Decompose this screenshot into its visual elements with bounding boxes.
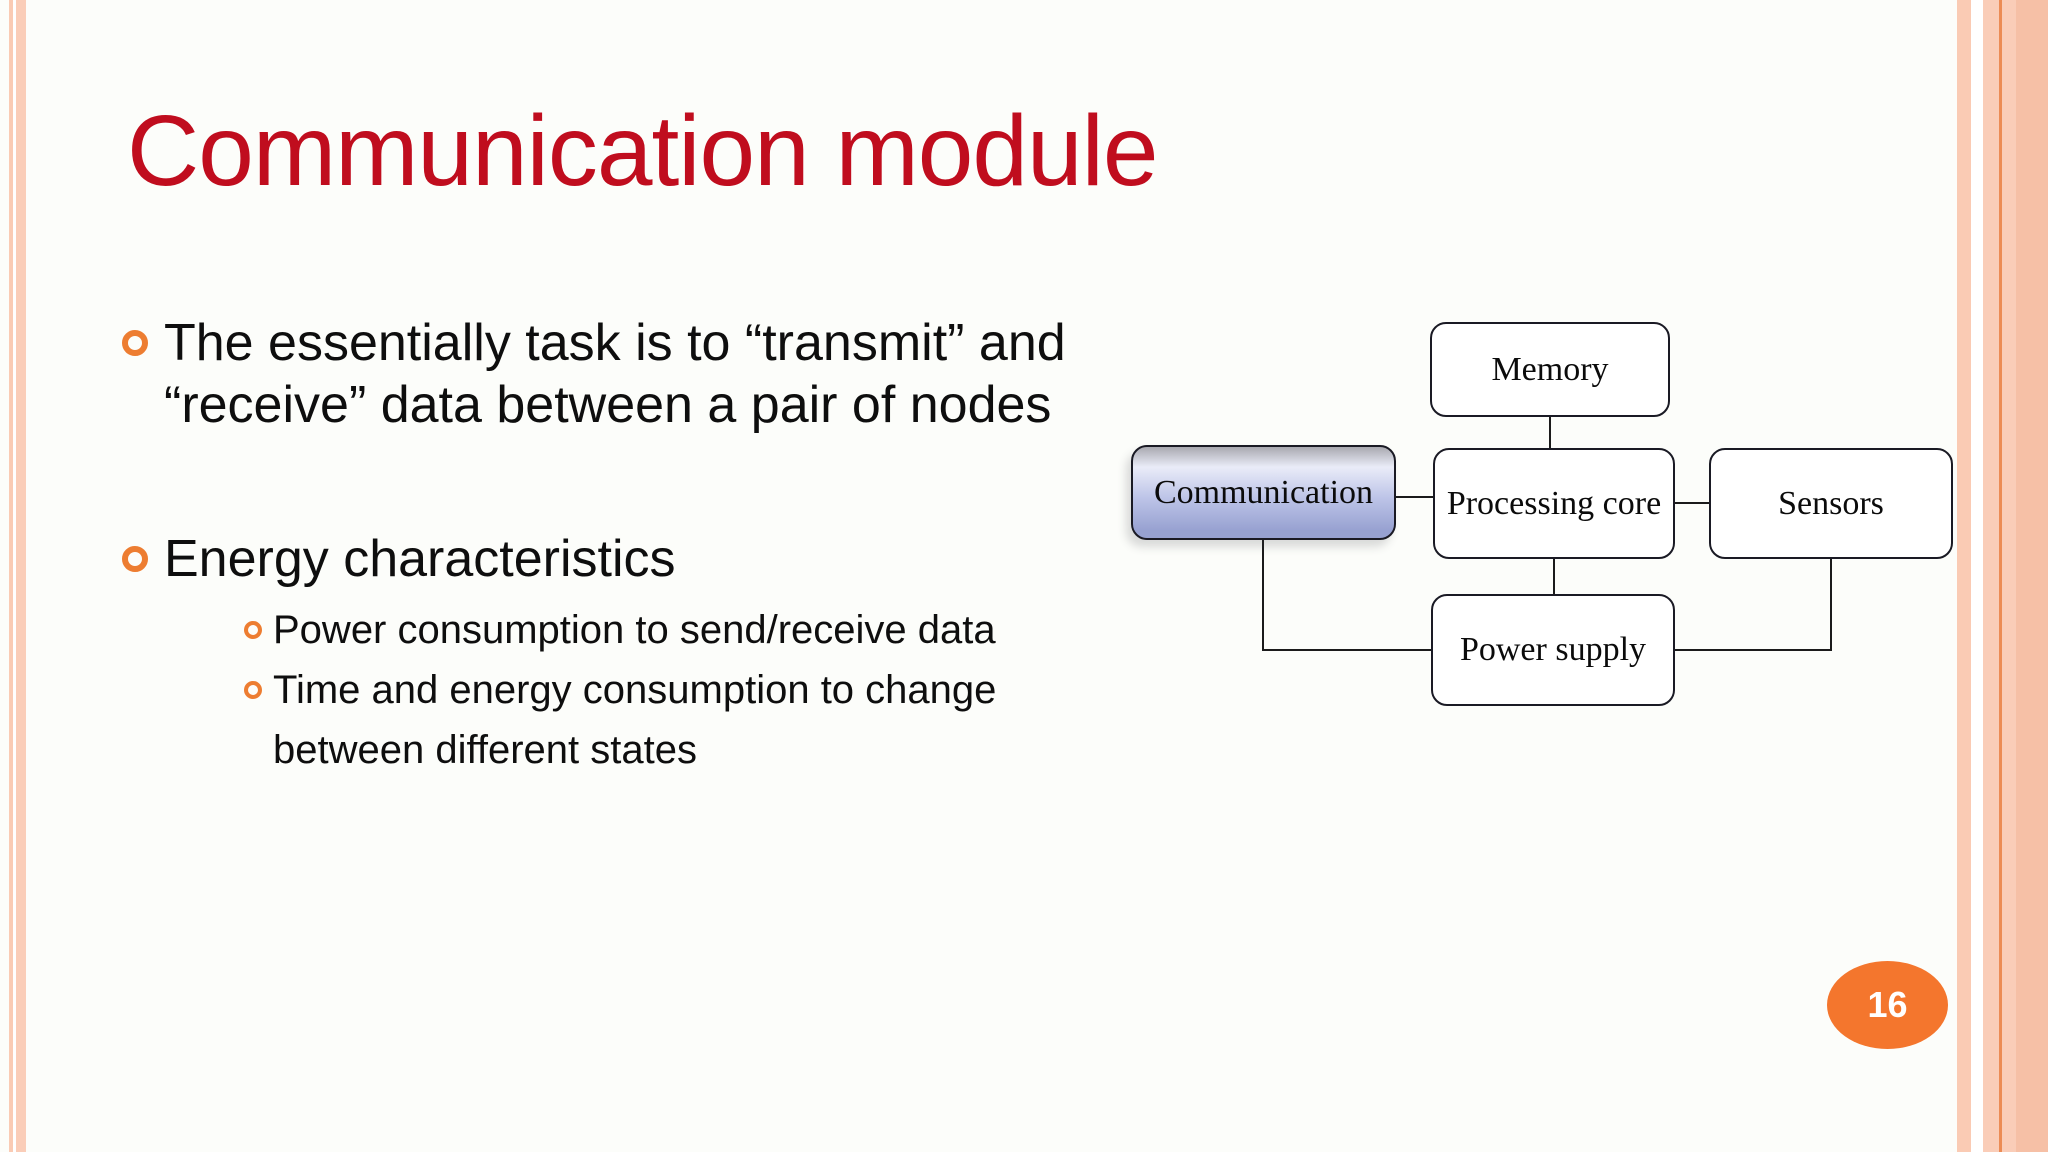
bullet-line: Energy characteristics: [164, 530, 676, 588]
bullet-text: Time and energy consumption to change be…: [273, 660, 996, 780]
connector-communication-processing: [1396, 496, 1433, 498]
bullet-text: Power consumption to send/receive data: [273, 600, 996, 660]
bullet-icon: [122, 546, 148, 572]
right-edge-band-shade: [2016, 0, 2048, 1152]
left-edge-stripe-thin: [9, 0, 13, 1152]
bullet-icon: [244, 681, 262, 699]
diagram-box-power-supply: Power supply: [1431, 594, 1675, 706]
bullet-text: The essentially task is to “transmit” an…: [164, 312, 1066, 436]
diagram-box-processing-core: Processing core: [1433, 448, 1675, 559]
bullet-line: Power consumption to send/receive data: [273, 608, 996, 652]
connector-communication-power-horizontal: [1262, 649, 1431, 651]
left-edge-stripe-wide: [16, 0, 26, 1152]
connector-communication-power-vertical: [1262, 540, 1264, 651]
page-title: Communication module: [127, 95, 1158, 207]
connector-memory-processing: [1549, 417, 1551, 448]
left-edge-gap: [13, 0, 16, 1152]
bullet-item: The essentially task is to “transmit” an…: [118, 312, 1218, 436]
diagram-box-sensors: Sensors: [1709, 448, 1953, 559]
bullet-line: “receive” data between a pair of nodes: [164, 376, 1052, 434]
bullet-line: The essentially task is to “transmit” an…: [164, 314, 1066, 372]
bullet-icon: [244, 621, 262, 639]
right-edge-stripe-thin: [1957, 0, 1971, 1152]
diagram-box-memory: Memory: [1430, 322, 1670, 417]
bullet-line: between different states: [273, 728, 697, 772]
right-edge-accent-line: [1999, 0, 2002, 1152]
bullet-item: Power consumption to send/receive data: [118, 600, 1218, 660]
connector-processing-sensors: [1675, 502, 1709, 504]
bullet-item: Time and energy consumption to change be…: [118, 660, 1218, 780]
bullet-line: Time and energy consumption to change: [273, 668, 997, 712]
page-number-badge: 16: [1827, 961, 1948, 1049]
bullet-text: Energy characteristics: [164, 528, 676, 590]
bullet-list: The essentially task is to “transmit” an…: [118, 312, 1218, 780]
connector-processing-power: [1553, 559, 1555, 594]
connector-sensors-power-vertical: [1830, 559, 1832, 651]
connector-sensors-power-horizontal: [1675, 649, 1832, 651]
bullet-item: Energy characteristics: [118, 528, 1218, 590]
bullet-icon: [122, 330, 148, 356]
right-edge-gap: [1971, 0, 1983, 1152]
